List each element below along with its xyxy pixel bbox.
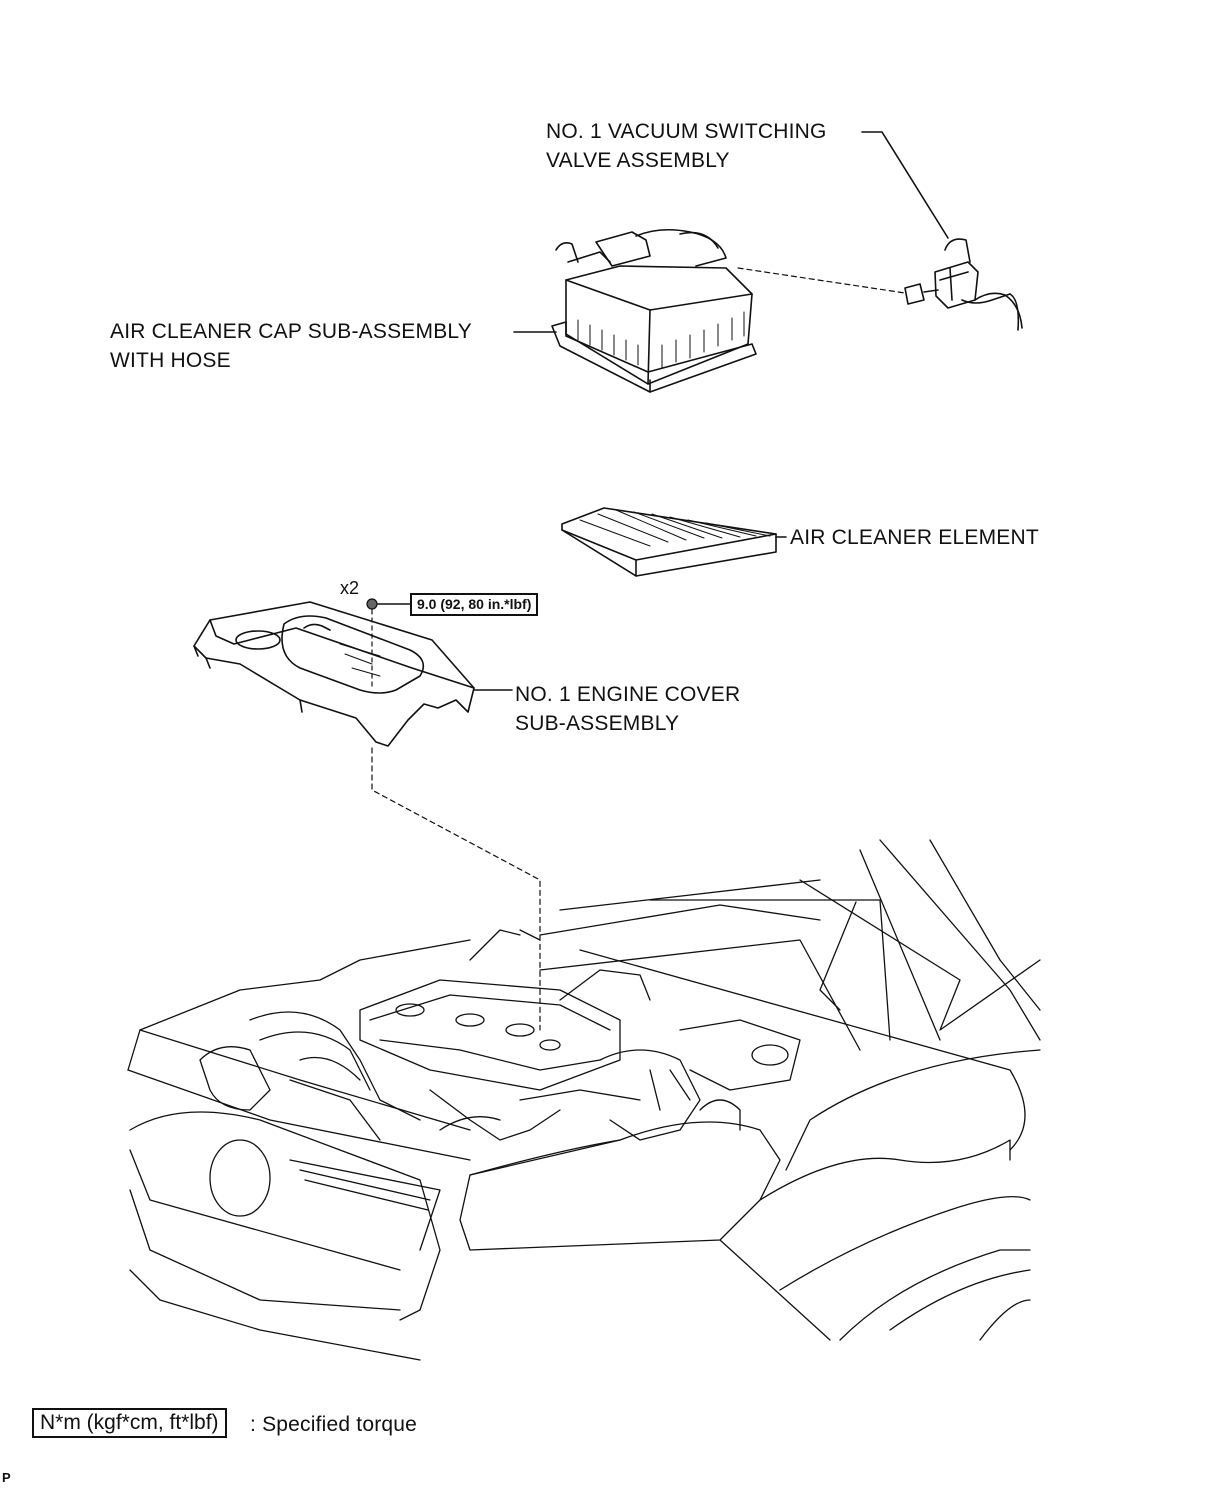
vehicle-engine-bay-illustration (127, 839, 1041, 1361)
quantity-label: x2 (340, 578, 360, 598)
nut-icon (366, 598, 378, 610)
legend-torque-text: : Specified torque (250, 1413, 418, 1436)
vsv-label: NO. 1 VACUUM SWITCHING VALVE ASSEMBLY (546, 117, 827, 175)
cover-to-engine-dashed-line (371, 747, 541, 1031)
air-cleaner-cap-part (551, 228, 757, 393)
engine-cover-label: NO. 1 ENGINE COVER SUB-ASSEMBLY (515, 680, 740, 738)
element-label-text: AIR CLEANER ELEMENT (790, 526, 1039, 549)
vsv-leader-line (861, 131, 949, 239)
aircap-label-line1: AIR CLEANER CAP SUB-ASSEMBLY (110, 320, 472, 343)
vsv-label-line2: VALVE ASSEMBLY (546, 149, 730, 172)
element-label: AIR CLEANER ELEMENT (790, 523, 1039, 552)
vacuum-switching-valve-part (904, 238, 1023, 331)
engine-cover-label-line2: SUB-ASSEMBLY (515, 712, 680, 735)
aircap-label: AIR CLEANER CAP SUB-ASSEMBLY WITH HOSE (110, 317, 472, 375)
engine-cover-label-line1: NO. 1 ENGINE COVER (515, 683, 741, 706)
vsv-label-line1: NO. 1 VACUUM SWITCHING (546, 120, 827, 143)
engine-cover-part (193, 601, 475, 747)
air-cleaner-element-part (561, 507, 777, 577)
legend-torque-box: N*m (kgf*cm, ft*lbf) (32, 1408, 227, 1438)
corner-mark: P (2, 1470, 11, 1485)
vsv-hose-dashed (737, 267, 906, 294)
aircap-label-line2: WITH HOSE (110, 349, 231, 372)
torque-spec-box: 9.0 (92, 80 in.*lbf) (410, 593, 539, 616)
